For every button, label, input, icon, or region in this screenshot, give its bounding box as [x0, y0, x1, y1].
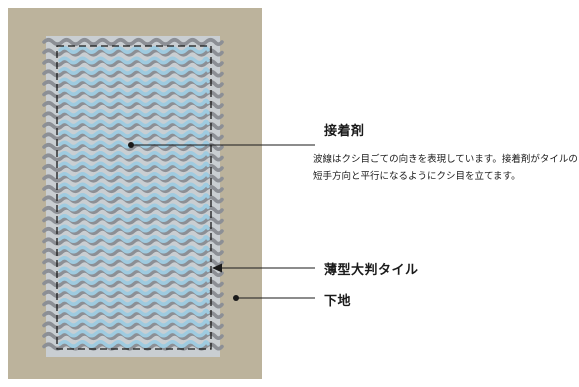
- tile-wave-20: [58, 256, 210, 264]
- tile-wave-24: [58, 298, 210, 306]
- tile-wave-8: [58, 130, 210, 138]
- tile-wave-10: [58, 151, 210, 159]
- tile-wave-7: [58, 119, 210, 128]
- tile-label: 薄型大判タイル: [324, 263, 419, 278]
- tile-wave-17: [58, 224, 210, 233]
- tile-wave-27: [58, 329, 210, 338]
- adhesive-note: 波線はクシ目ごての向きを表現しています。接着剤がタイルの短手方向と平行になるよう…: [313, 154, 578, 182]
- tile-wave-14: [58, 193, 210, 201]
- tile-waves: [58, 46, 210, 348]
- tile-wave-6: [58, 109, 210, 117]
- adhesive-label: 接着剤: [324, 124, 365, 139]
- tile-wave-9: [58, 140, 210, 149]
- tile-wave-18: [58, 235, 210, 243]
- adhesive-wave-0: [42, 38, 224, 46]
- tile-wave-1: [58, 56, 210, 65]
- tile-outline: [56, 45, 212, 350]
- tile-wave-21: [58, 266, 210, 275]
- tile-wave-12: [58, 172, 210, 180]
- tile-leader: [212, 263, 315, 273]
- tile-wave-16: [58, 214, 210, 222]
- tile-wave-4: [58, 88, 210, 96]
- tile-wave-0: [58, 46, 210, 54]
- tile-wave-2: [58, 67, 210, 75]
- substrate-label: 下地: [324, 294, 352, 309]
- tile-wave-15: [58, 203, 210, 212]
- tile-wave-25: [58, 308, 210, 317]
- tile-wave-11: [58, 161, 210, 170]
- tile-wave-26: [58, 319, 210, 327]
- tile-wave-3: [58, 77, 210, 86]
- tile-wave-5: [58, 98, 210, 107]
- tile-wave-23: [58, 287, 210, 296]
- tile-wave-28: [58, 340, 210, 348]
- tile-wave-22: [58, 277, 210, 285]
- adhesive-leader: [128, 142, 315, 148]
- substrate-leader: [233, 295, 315, 301]
- tile-wave-19: [58, 245, 210, 254]
- tile-wave-13: [58, 182, 210, 191]
